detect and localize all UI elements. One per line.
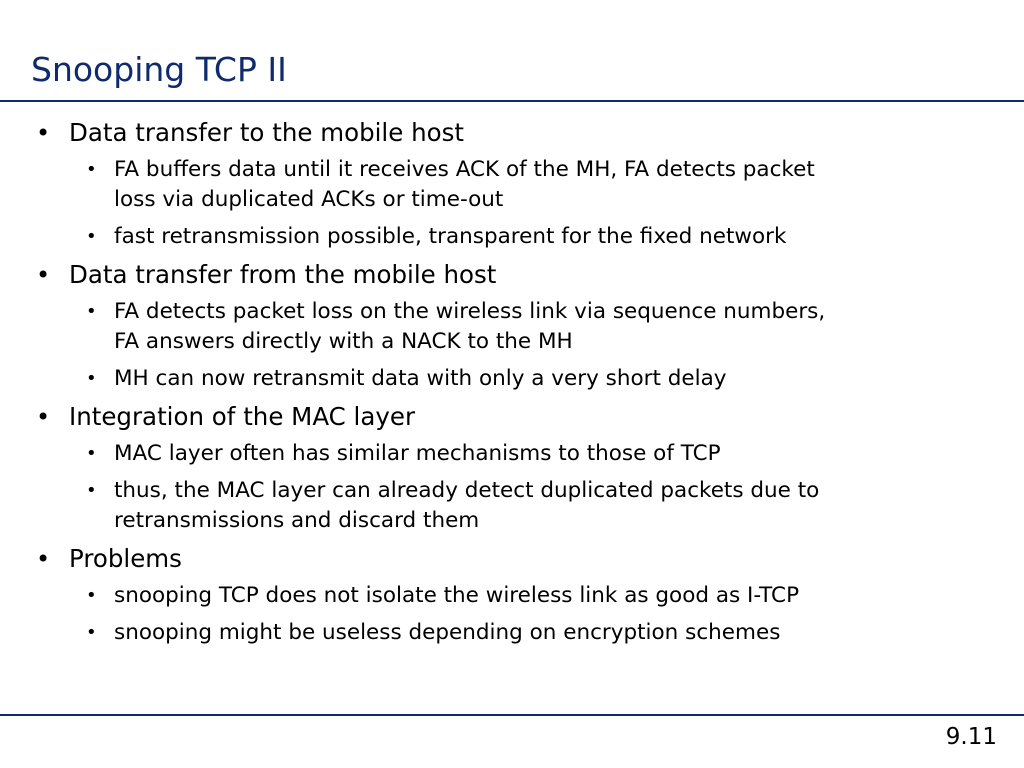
bullet-text-line: FA answers directly with a NACK to the M… bbox=[114, 329, 573, 354]
bullet-level1: • Integration of the MAC layer bbox=[0, 401, 1024, 432]
bullet-level2: • FA buffers data until it receives ACK … bbox=[0, 155, 1024, 215]
bullet-text-line: snooping TCP does not isolate the wirele… bbox=[114, 583, 800, 608]
bullet-level2: • snooping TCP does not isolate the wire… bbox=[0, 581, 1024, 611]
bullet-text-line: fast retransmission possible, transparen… bbox=[114, 224, 787, 249]
bullet-dot-icon: • bbox=[86, 159, 97, 180]
bullet-level2: • MH can now retransmit data with only a… bbox=[0, 364, 1024, 394]
bullet-dot-icon: • bbox=[36, 545, 51, 573]
bullet-dot-icon: • bbox=[36, 403, 51, 431]
bullet-level1: • Problems bbox=[0, 543, 1024, 574]
bullet-level1: • Data transfer from the mobile host bbox=[0, 259, 1024, 290]
bullet-text-line: MAC layer often has similar mechanisms t… bbox=[114, 441, 721, 466]
bullet-text-line: FA detects packet loss on the wireless l… bbox=[114, 299, 826, 324]
bullet-heading: Data transfer from the mobile host bbox=[69, 260, 497, 289]
bullet-dot-icon: • bbox=[86, 480, 97, 501]
bullet-heading: Integration of the MAC layer bbox=[69, 402, 416, 431]
title-divider bbox=[0, 100, 1024, 102]
bullet-text-line: FA buffers data until it receives ACK of… bbox=[114, 157, 815, 182]
page-number: 9.11 bbox=[945, 724, 997, 750]
bullet-level2: • fast retransmission possible, transpar… bbox=[0, 222, 1024, 252]
bullet-text-line: snooping might be useless depending on e… bbox=[114, 620, 781, 645]
bullet-level2: • thus, the MAC layer can already detect… bbox=[0, 476, 1024, 536]
bullet-level1: • Data transfer to the mobile host bbox=[0, 117, 1024, 148]
bullet-dot-icon: • bbox=[86, 585, 97, 606]
bullet-heading: Problems bbox=[69, 544, 182, 573]
bullet-dot-icon: • bbox=[86, 622, 97, 643]
bullet-dot-icon: • bbox=[86, 301, 97, 322]
bullet-level2: • FA detects packet loss on the wireless… bbox=[0, 297, 1024, 357]
bullet-text-line: thus, the MAC layer can already detect d… bbox=[114, 478, 820, 503]
bullet-text-line: MH can now retransmit data with only a v… bbox=[114, 366, 727, 391]
bullet-dot-icon: • bbox=[36, 119, 51, 147]
footer-divider bbox=[0, 714, 1024, 716]
bullet-dot-icon: • bbox=[86, 226, 97, 247]
bullet-text-line: loss via duplicated ACKs or time-out bbox=[114, 187, 504, 212]
bullet-dot-icon: • bbox=[86, 443, 97, 464]
bullet-heading: Data transfer to the mobile host bbox=[69, 118, 464, 147]
bullet-text-line: retransmissions and discard them bbox=[114, 508, 480, 533]
slide-content: • Data transfer to the mobile host • FA … bbox=[0, 117, 1024, 655]
bullet-level2: • snooping might be useless depending on… bbox=[0, 618, 1024, 648]
bullet-level2: • MAC layer often has similar mechanisms… bbox=[0, 439, 1024, 469]
bullet-dot-icon: • bbox=[36, 261, 51, 289]
slide-title: Snooping TCP II bbox=[31, 50, 287, 89]
bullet-dot-icon: • bbox=[86, 368, 97, 389]
